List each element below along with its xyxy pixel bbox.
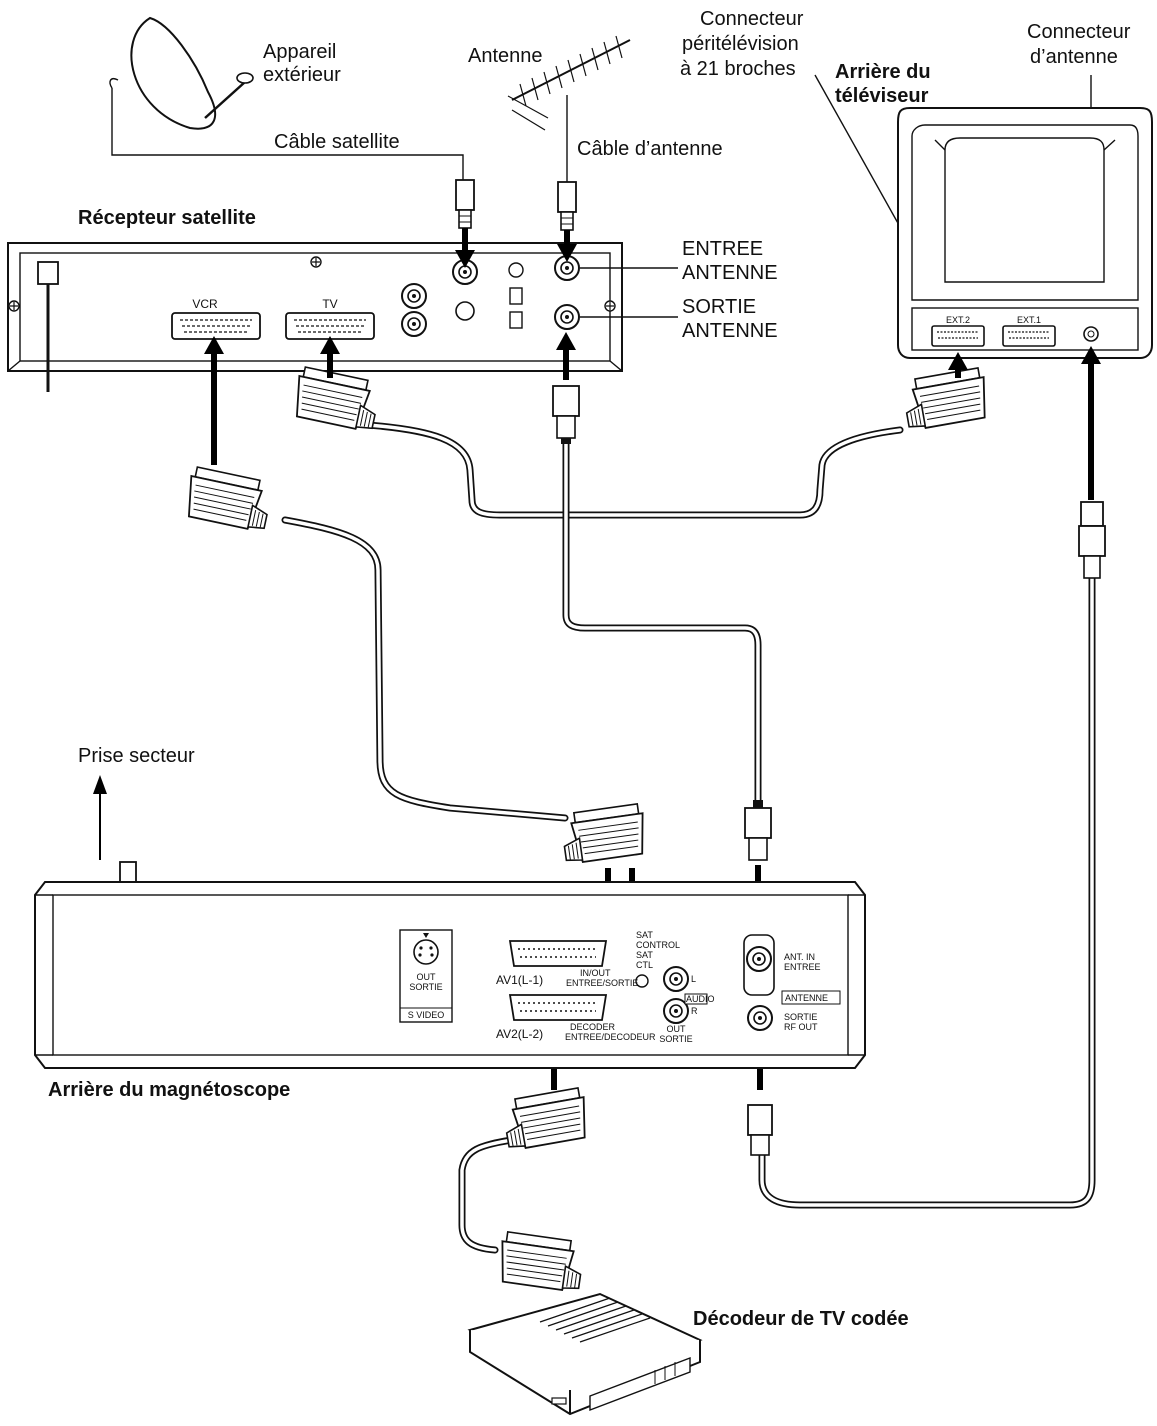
sat-control-label-4: CTL: [636, 960, 653, 970]
coax-plug-receiver-out: [552, 385, 580, 444]
entree-antenne-label-2: ANTENNE: [682, 262, 778, 284]
av2-sub-label-2: ENTREE/DECODEUR: [565, 1032, 656, 1042]
connecteur-peritel-label-3: à 21 broches: [680, 58, 796, 80]
arriere-televiseur-label-2: téléviseur: [835, 85, 929, 107]
plug-tv-ext2: [900, 366, 992, 432]
antenna: [507, 35, 631, 131]
av1-sub-label-1: IN/OUT: [580, 968, 611, 978]
arriere-televiseur-label-1: Arrière du: [835, 61, 931, 83]
sat-control-label-2: CONTROL: [636, 940, 680, 950]
s-video-out-label: OUT: [417, 972, 437, 982]
arriere-magnetoscope-label: Arrière du magnétoscope: [48, 1079, 290, 1101]
prise-secteur-label: Prise secteur: [78, 745, 195, 767]
audio-sortie-label: SORTIE: [659, 1034, 692, 1044]
s-video-label: S VIDEO: [408, 1010, 445, 1020]
decodeur-label: Décodeur de TV codée: [693, 1308, 909, 1330]
decoder-box: [467, 1292, 703, 1416]
cable-antenne-label: Câble d’antenne: [577, 138, 723, 160]
satellite-plug: [455, 179, 475, 237]
sortie-antenne-label-2: ANTENNE: [682, 320, 778, 342]
vcr-rear: [34, 881, 866, 1069]
recepteur-satellite-label: Récepteur satellite: [78, 207, 256, 229]
plug-decoder: [495, 1230, 586, 1294]
tv-ext1-label: EXT.1: [1017, 315, 1041, 325]
appareil-exterieur-label-2: extérieur: [263, 64, 341, 86]
plug-receiver-tv-socket: [290, 365, 383, 434]
rf-out-label-1: SORTIE: [784, 1012, 817, 1022]
satellite-dish-cable: [111, 88, 464, 180]
tv-ext2-label: EXT.2: [946, 315, 970, 325]
receiver-tv-label: TV: [322, 297, 337, 311]
plug-vcr-av1: [559, 802, 650, 866]
ant-in-label-2: ENTREE: [784, 962, 821, 972]
coax-plug-tv-antenna: [1078, 501, 1106, 579]
antenna-plug: [557, 181, 577, 239]
scart-receiver-vcr-cable: [281, 516, 569, 822]
av2-label: AV2(L-2): [496, 1027, 543, 1041]
plug-vcr-av2: [500, 1086, 592, 1152]
av1-sub-label-2: ENTREE/SORTIE: [566, 978, 638, 988]
audio-r-label: R: [691, 1006, 698, 1016]
coax-receiver-vcr-cable: [562, 438, 762, 804]
audio-label: AUDIO: [686, 994, 715, 1004]
television-rear: [897, 107, 1153, 359]
coax-plug-vcr-out: [747, 1104, 773, 1156]
cables: [111, 74, 1096, 1254]
connecteur-peritel-label-1: Connecteur: [700, 8, 804, 30]
appareil-exterieur-label-1: Appareil: [263, 41, 336, 63]
entree-antenne-label-1: ENTREE: [682, 238, 763, 260]
receiver-antenna-out-jack: [554, 304, 580, 330]
receiver-vcr-label: VCR: [192, 297, 218, 311]
satellite-dish: [109, 16, 254, 130]
antenne-label: Antenne: [468, 45, 543, 67]
vcr-rf-out-jack: [747, 1005, 773, 1031]
connecteur-peritel-label-2: péritélévision: [682, 33, 799, 55]
audio-out-label: OUT: [667, 1024, 687, 1034]
av2-sub-label-1: DECODER: [570, 1022, 616, 1032]
satellite-receiver: [7, 242, 623, 392]
sat-control-label-1: SAT: [636, 930, 653, 940]
av1-label: AV1(L-1): [496, 973, 543, 987]
sat-control-label-3: SAT: [636, 950, 653, 960]
audio-l-label: L: [691, 974, 696, 984]
s-video-sortie-label: SORTIE: [409, 982, 442, 992]
rf-out-label-2: RF OUT: [784, 1022, 818, 1032]
sortie-antenne-label-1: SORTIE: [682, 296, 756, 318]
vcr-ant-in-jack: [746, 946, 772, 972]
connecteur-antenne-label-2: d’antenne: [1030, 46, 1118, 68]
plug-receiver-vcr-socket: [182, 465, 275, 534]
antenne-box-label: ANTENNE: [785, 993, 828, 1003]
cable-satellite-label: Câble satellite: [274, 131, 400, 153]
coax-plug-vcr-in: [744, 800, 772, 861]
ant-in-label-1: ANT. IN: [784, 952, 815, 962]
connecteur-antenne-label-1: Connecteur: [1027, 21, 1131, 43]
